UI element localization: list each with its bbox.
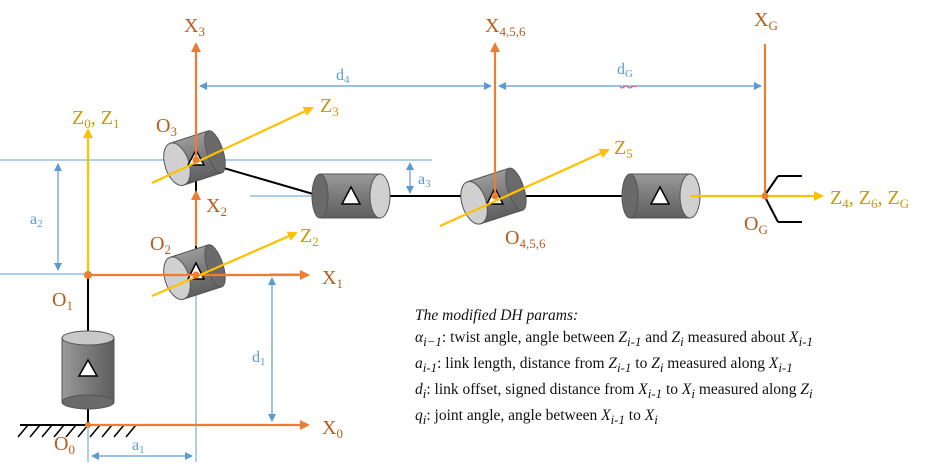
dimension-lines xyxy=(0,80,766,462)
joint-4 xyxy=(311,173,391,219)
dh-d-row: di: link offset, signed distance from Xi… xyxy=(415,381,813,402)
label-o2: O2 xyxy=(150,233,171,257)
label-z5: Z5 xyxy=(614,137,633,161)
label-d1: d1 xyxy=(252,349,266,368)
label-d4: d4 xyxy=(336,67,350,86)
label-o3: O3 xyxy=(156,115,177,139)
label-z4-z6-zg: Z4, Z6, ZG xyxy=(830,187,909,211)
label-xg: XG xyxy=(754,9,778,33)
label-z2: Z2 xyxy=(300,225,319,249)
label-z3: Z3 xyxy=(320,95,339,119)
label-x1: X1 xyxy=(322,267,343,291)
label-a3: a3 xyxy=(418,171,431,190)
dimension-arrows xyxy=(54,82,762,460)
label-o456: O4,5,6 xyxy=(505,227,546,251)
dh-alpha-row: αi−1: twist angle, angle between Zi-1 an… xyxy=(415,329,813,350)
dh-a-row: ai-1: link length, distance from Zi-1 to… xyxy=(415,355,793,376)
dh-params-title: The modified DH params: xyxy=(415,307,579,324)
label-dg: dG xyxy=(617,61,633,80)
label-x456: X4,5,6 xyxy=(485,15,526,39)
label-o1: O1 xyxy=(52,289,73,313)
label-og: OG xyxy=(744,213,768,237)
label-a2: a2 xyxy=(30,211,43,230)
label-x2: X2 xyxy=(206,195,227,219)
dh-params-legend: The modified DH params: αi−1: twist angl… xyxy=(415,305,935,431)
label-x3: X3 xyxy=(184,15,205,39)
base-joint xyxy=(61,330,115,410)
spellcheck-underline xyxy=(619,85,637,89)
label-z0-z1: Z0, Z1 xyxy=(72,107,119,131)
joint-6 xyxy=(621,173,701,219)
ground xyxy=(17,424,137,438)
label-x0: X0 xyxy=(322,417,343,441)
origin-dots xyxy=(84,156,769,428)
z-axes xyxy=(83,106,824,298)
dh-q-row: qi: joint angle, angle between Xi-1 to X… xyxy=(415,407,658,428)
label-o0: O0 xyxy=(54,433,75,457)
label-a1: a1 xyxy=(132,437,145,456)
